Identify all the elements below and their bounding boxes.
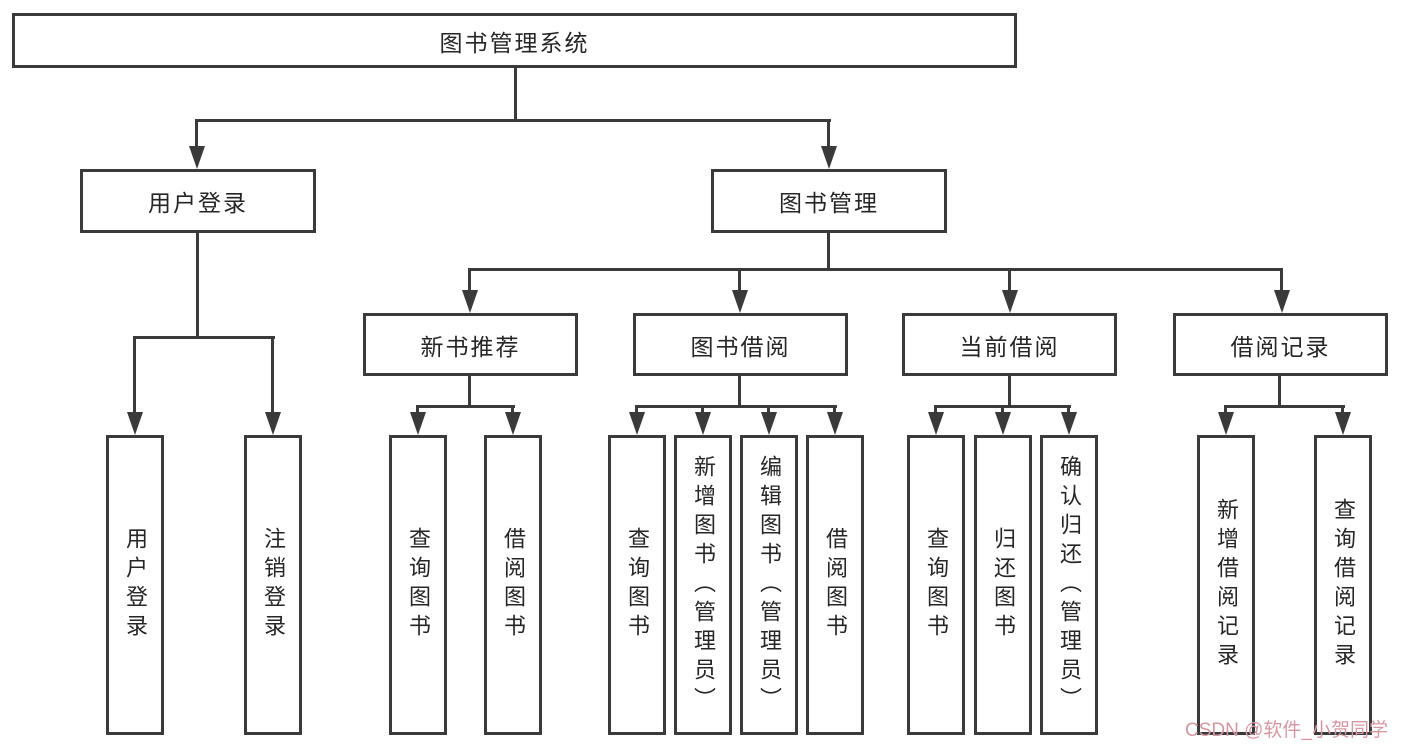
leaf-query-books: 查询图书 xyxy=(389,435,447,735)
leaf-borrow-books: 借阅图书 xyxy=(806,435,864,735)
leaf-user-login: 用户登录 xyxy=(106,435,164,735)
arrow-down-icon xyxy=(1002,290,1018,313)
arrow-down-icon xyxy=(761,412,777,435)
connector-line xyxy=(1278,374,1281,408)
arrow-down-icon xyxy=(1061,412,1077,435)
node-borrow-records: 借阅记录 xyxy=(1173,313,1388,376)
connector-line xyxy=(1008,374,1011,408)
arrow-down-icon xyxy=(462,290,478,313)
leaf-logout: 注销登录 xyxy=(244,435,302,735)
connector-arrow-stem xyxy=(416,405,419,414)
connector-arrow-stem xyxy=(1224,405,1227,414)
leaf-confirm-return-admin: 确认归还（管理员） xyxy=(1040,435,1098,735)
connector-line xyxy=(1224,405,1345,408)
leaf-borrow-books: 借阅图书 xyxy=(484,435,542,735)
arrow-down-icon xyxy=(732,290,748,313)
connector-arrow-stem xyxy=(1008,268,1011,292)
leaf-return-books: 归还图书 xyxy=(974,435,1032,735)
arrow-down-icon xyxy=(1274,290,1290,313)
connector-line xyxy=(196,231,199,339)
arrow-down-icon xyxy=(127,412,143,435)
connector-line xyxy=(468,268,1283,271)
connector-line xyxy=(635,405,837,408)
connector-line xyxy=(827,231,830,271)
leaf-add-books-admin: 新增图书（管理员） xyxy=(674,435,732,735)
connector-arrow-stem xyxy=(1280,268,1283,292)
arrow-down-icon xyxy=(821,146,837,169)
connector-arrow-stem xyxy=(271,336,274,414)
arrow-down-icon xyxy=(1335,412,1351,435)
leaf-query-books: 查询图书 xyxy=(907,435,965,735)
node-root: 图书管理系统 xyxy=(12,13,1017,68)
connector-line xyxy=(468,374,471,408)
node-book-borrow: 图书借阅 xyxy=(633,313,848,376)
connector-arrow-stem xyxy=(1341,405,1344,414)
connector-arrow-stem xyxy=(701,405,704,414)
connector-line xyxy=(416,405,515,408)
arrow-down-icon xyxy=(1218,412,1234,435)
arrow-down-icon xyxy=(189,146,205,169)
connector-arrow-stem xyxy=(827,119,830,149)
connector-arrow-stem xyxy=(133,336,136,414)
arrow-down-icon xyxy=(505,412,521,435)
connector-arrow-stem xyxy=(934,405,937,414)
node-new-book-recommend: 新书推荐 xyxy=(363,313,578,376)
connector-arrow-stem xyxy=(511,405,514,414)
connector-arrow-stem xyxy=(767,405,770,414)
arrow-down-icon xyxy=(827,412,843,435)
connector-arrow-stem xyxy=(1067,405,1070,414)
arrow-down-icon xyxy=(629,412,645,435)
connector-line xyxy=(133,336,275,339)
connector-arrow-stem xyxy=(468,268,471,292)
leaf-add-borrow-record: 新增借阅记录 xyxy=(1197,435,1255,735)
connector-line xyxy=(195,119,831,122)
connector-arrow-stem xyxy=(195,119,198,149)
leaf-edit-books-admin: 编辑图书（管理员） xyxy=(740,435,798,735)
arrow-down-icon xyxy=(695,412,711,435)
node-current-borrow: 当前借阅 xyxy=(902,313,1117,376)
arrow-down-icon xyxy=(995,412,1011,435)
arrow-down-icon xyxy=(928,412,944,435)
connector-arrow-stem xyxy=(635,405,638,414)
node-user-login: 用户登录 xyxy=(80,169,316,233)
connector-arrow-stem xyxy=(738,268,741,292)
connector-arrow-stem xyxy=(833,405,836,414)
arrow-down-icon xyxy=(265,412,281,435)
node-book-management: 图书管理 xyxy=(711,169,947,233)
csdn-watermark: CSDN @软件_小贺同学 xyxy=(1185,720,1388,741)
connector-line xyxy=(738,374,741,408)
connector-arrow-stem xyxy=(1001,405,1004,414)
leaf-query-borrow-record: 查询借阅记录 xyxy=(1314,435,1372,735)
leaf-query-books: 查询图书 xyxy=(608,435,666,735)
connector-line xyxy=(514,67,517,121)
arrow-down-icon xyxy=(410,412,426,435)
